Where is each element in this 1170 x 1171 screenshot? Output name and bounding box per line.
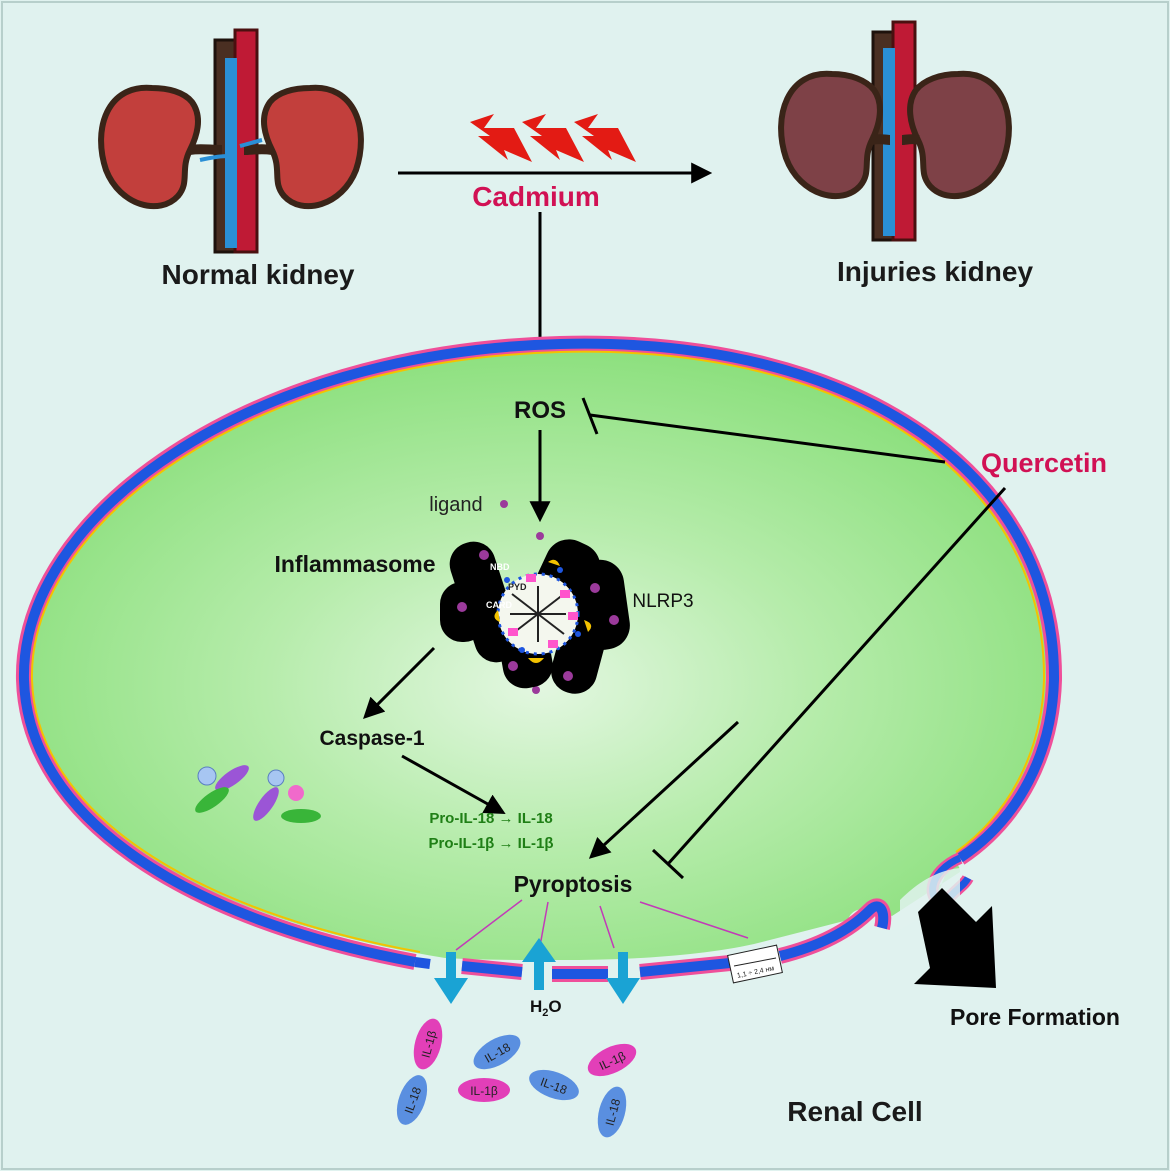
card-label: CARD [486, 600, 512, 610]
ligand-dot [536, 532, 544, 540]
il1b-conversion-label: Pro-IL-1β → IL-1β [429, 835, 554, 852]
pyroptosis-inhibition-bar [651, 848, 685, 880]
pore-formation-arrow [914, 888, 996, 988]
quercetin-inhibits-pyroptosis-line [666, 486, 1007, 866]
caspase-to-cytokine-arrow [401, 754, 506, 815]
quercetin-inhibits-ros-line [589, 413, 946, 464]
quercetin-label: Quercetin [981, 448, 1107, 478]
pyroptosis-lines [455, 899, 749, 951]
cadmium-label: Cadmium [472, 181, 600, 212]
ligand-label: ligand [429, 494, 482, 516]
released-cytokines: IL-1β IL-18 IL-1β IL-1β IL-18 IL-18 IL-1… [396, 1018, 637, 1138]
pyroptosis-label: Pyroptosis [514, 871, 633, 897]
pyd-label: PYD [508, 582, 527, 592]
h2o-label: H2O [530, 997, 562, 1019]
il1b-molecule-label: IL-1β [470, 1084, 498, 1098]
il1b-molecule-label: IL-1β [419, 1029, 440, 1059]
injured-kidney-label: Injuries kidney [837, 256, 1033, 287]
normal-kidney-illustration [98, 28, 364, 254]
ligand-dot [500, 500, 508, 508]
pore-opening [900, 868, 960, 930]
lightning-icons [470, 114, 636, 162]
pore-formation-label: Pore Formation [950, 1004, 1120, 1030]
ros-label: ROS [514, 397, 566, 424]
caspase1-label: Caspase-1 [319, 727, 424, 750]
cytokine-precursor-molecules [195, 765, 321, 823]
normal-kidney-label: Normal kidney [162, 259, 355, 290]
pore-size-indicator: 1,1 ÷ 2,4 нм [727, 944, 783, 984]
membrane-channel-arrows [434, 938, 640, 1004]
renal-cell-label: Renal Cell [787, 1096, 922, 1127]
ros-inhibition-bar [581, 397, 599, 435]
il18-molecule-label: IL-18 [603, 1097, 624, 1127]
inflammasome-to-caspase-arrow [363, 646, 436, 719]
ligand-dot [532, 686, 540, 694]
inflammasome-complex [440, 539, 630, 694]
nbd-label: NBD [490, 562, 510, 572]
injured-kidney-illustration [778, 20, 1012, 242]
to-pyroptosis-arrow [588, 720, 740, 859]
il18-conversion-label: Pro-IL-18 → IL-18 [429, 810, 552, 827]
nlrp3-label: NLRP3 [632, 591, 693, 612]
inflammasome-label: Inflammasome [274, 551, 435, 577]
